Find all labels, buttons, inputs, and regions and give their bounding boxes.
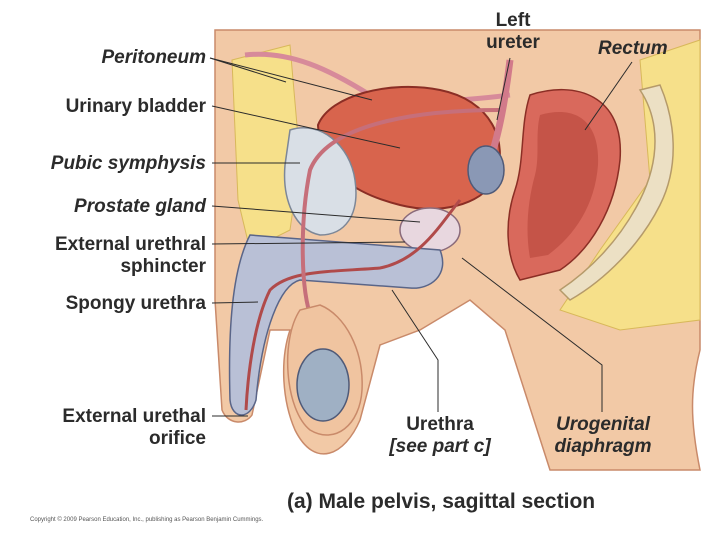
leader-prostate-gland xyxy=(211,205,421,223)
pubic-symphysis-shape xyxy=(283,127,357,236)
leader-left-ureter xyxy=(496,57,511,121)
label-pubic-symphysis: Pubic symphysis xyxy=(50,153,206,174)
label-external-urethral-sphincter-line1: External urethral xyxy=(55,234,206,255)
label-urethra-line1: Urethra xyxy=(406,414,474,435)
label-urethra-line2: [see part c] xyxy=(389,436,491,457)
prostate-shape xyxy=(399,207,461,253)
leader-urogenital-diaphragm xyxy=(461,257,603,412)
label-peritoneum: Peritoneum xyxy=(101,47,206,68)
copyright-notice: Copyright © 2009 Pearson Education, Inc.… xyxy=(30,517,264,523)
label-spongy-urethra: Spongy urethra xyxy=(65,293,206,314)
label-urogenital-diaphragm-line1: Urogenital xyxy=(556,414,650,435)
figure-caption: (a) Male pelvis, sagittal section xyxy=(287,490,596,513)
label-external-urethral-sphincter-line2: sphincter xyxy=(120,256,206,277)
label-external-urethal-orifice-line1: External urethal xyxy=(62,406,206,427)
leader-rectum xyxy=(584,61,633,131)
label-left-ureter-line2: ureter xyxy=(486,32,540,53)
urethra-tube xyxy=(244,199,462,411)
label-left-ureter-line1: Left xyxy=(495,10,531,31)
leader-urinary-bladder xyxy=(211,105,401,149)
sacrum xyxy=(558,84,674,301)
label-external-urethal-orifice-line2: orifice xyxy=(148,428,206,449)
leader-peritoneum-2 xyxy=(209,57,287,83)
leader-spongy-urethra xyxy=(211,301,259,304)
leader-peritoneum xyxy=(209,57,373,101)
label-urinary-bladder: Urinary bladder xyxy=(65,96,206,117)
urethra-tube-upper xyxy=(300,108,501,321)
fat-layer-front xyxy=(231,44,301,251)
label-rectum: Rectum xyxy=(598,38,668,59)
leader-urethra xyxy=(391,289,439,412)
testis-shape xyxy=(296,348,350,422)
seminal-vesicle xyxy=(467,145,505,195)
label-urogenital-diaphragm-line2: diaphragm xyxy=(554,436,652,457)
leader-external-urethral-sphincter xyxy=(211,241,406,245)
rectum-lumen xyxy=(527,112,599,258)
label-prostate-gland: Prostate gland xyxy=(74,196,206,217)
